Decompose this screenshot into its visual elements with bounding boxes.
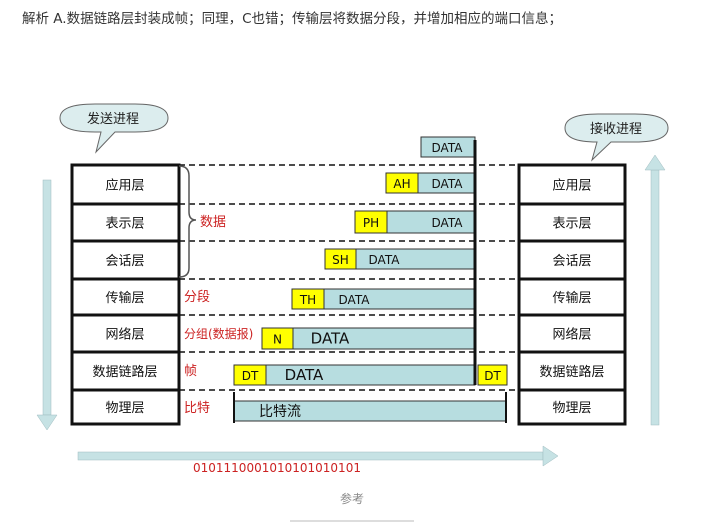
- receiver-layer-network: 网络层: [552, 327, 591, 343]
- header-label: SH: [332, 253, 349, 267]
- packet-data: DATA: [420, 136, 476, 158]
- receiver-layer-presentation: 表示层: [552, 217, 591, 232]
- sender-layer-transport: 传输层: [105, 290, 144, 306]
- payload-label: DATA: [432, 141, 464, 155]
- payload-label: 比特流: [259, 404, 301, 420]
- unit-label-bits: 比特: [184, 401, 210, 416]
- receiver-process-label: 接收进程: [590, 121, 642, 137]
- payload-label: DATA: [285, 366, 324, 384]
- sender-layer-presentation: 表示层: [105, 217, 144, 232]
- header-label: TH: [299, 293, 316, 307]
- bitstream-text: 0101110001010101010101: [193, 461, 361, 475]
- header-box: [261, 327, 294, 350]
- packet-session: DATA SH: [324, 248, 476, 270]
- right-arrow-icon: [77, 445, 559, 467]
- header-box: [385, 172, 419, 194]
- unit-label-segment: 分段: [184, 290, 210, 305]
- packet-datalink: DATA DT DT: [233, 364, 508, 386]
- unit-label-packet: 分组(数据报): [184, 326, 253, 341]
- unit-label-frame: 帧: [184, 364, 197, 379]
- header-box: [324, 248, 357, 270]
- sender-layer-session: 会话层: [105, 254, 144, 269]
- down-arrow-icon: [36, 179, 58, 431]
- payload-label: DATA: [369, 253, 401, 267]
- receiver-layer-application: 应用层: [552, 178, 591, 194]
- receiver-process-bubble: 接收进程: [564, 113, 669, 162]
- payload-label: DATA: [432, 177, 464, 191]
- unit-label-data: 数据: [200, 215, 226, 230]
- header-label: AH: [393, 177, 410, 191]
- payload-label: DATA: [339, 293, 371, 307]
- data-brace: [178, 165, 197, 278]
- sender-layer-datalink: 数据链路层: [92, 364, 157, 380]
- payload-label: DATA: [311, 330, 350, 348]
- receiver-layer-physical: 物理层: [552, 401, 591, 416]
- header-label: DT: [242, 369, 259, 383]
- sender-layer-application: 应用层: [105, 178, 144, 194]
- sender-process-bubble: 发送进程: [59, 103, 169, 154]
- up-arrow-icon: [644, 154, 666, 426]
- header-box: [291, 288, 325, 310]
- explanation-text: 解析 A.数据链路层封装成帧；同理，C也错；传输层将数据分段，并增加相应的端口信…: [22, 11, 563, 27]
- header-box: [233, 364, 267, 386]
- caption-text: 参考: [339, 492, 364, 506]
- sender-process-label: 发送进程: [87, 111, 139, 127]
- packet-presentation: DATA PH: [354, 210, 476, 234]
- caption-divider: [290, 520, 414, 522]
- packet-network: DATA N: [261, 327, 476, 350]
- trailer-box: [477, 364, 508, 386]
- sender-layer-physical: 物理层: [105, 401, 144, 416]
- receiver-layer-transport: 传输层: [552, 290, 591, 306]
- receiver-layer-session: 会话层: [552, 254, 591, 269]
- layer-guide-lines: [179, 164, 519, 391]
- packet-physical: 比特流: [233, 400, 507, 422]
- payload-label: DATA: [432, 216, 464, 230]
- header-box: [354, 210, 388, 234]
- packet-application: DATA AH: [385, 172, 476, 194]
- receiver-layer-datalink: 数据链路层: [539, 364, 604, 380]
- trailer-label: DT: [484, 369, 501, 383]
- header-label: N: [273, 333, 282, 347]
- header-label: PH: [363, 216, 379, 230]
- packet-transport: DATA TH: [291, 288, 476, 310]
- sender-layer-network: 网络层: [105, 327, 144, 343]
